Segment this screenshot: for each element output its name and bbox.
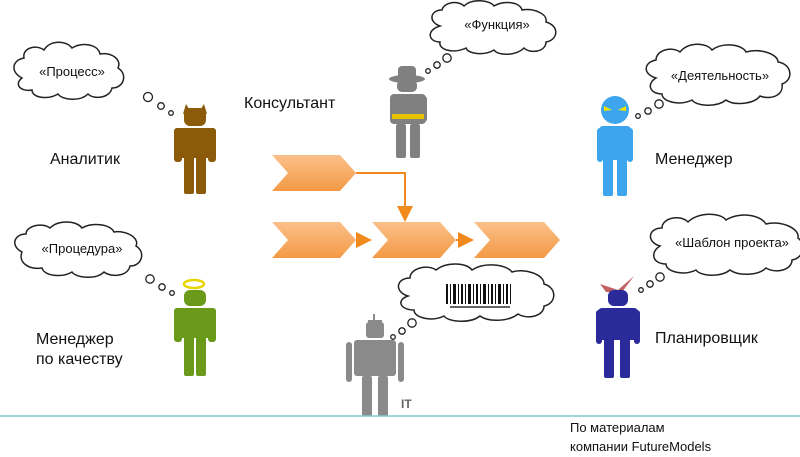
process-chevron-row-3 xyxy=(474,222,560,258)
bubble-barcode xyxy=(390,263,555,340)
manager-figure xyxy=(597,96,633,196)
process-connectors xyxy=(356,172,474,248)
bubble-procedure-text: «Процедура» xyxy=(41,241,123,256)
bubble-function xyxy=(425,0,557,74)
credit-line-1: По материалам xyxy=(570,420,665,435)
it-robot-figure xyxy=(346,314,404,416)
barcode-icon xyxy=(446,284,511,308)
analyst-label: Аналитик xyxy=(50,151,120,168)
it-label: IT xyxy=(401,397,412,411)
bubble-template xyxy=(638,213,800,293)
bubble-activity xyxy=(635,43,791,119)
credit-line-2: компании FutureModels xyxy=(570,439,712,454)
consultant-figure xyxy=(389,66,427,158)
quality-manager-label-line1: Менеджер xyxy=(36,331,114,348)
planner-figure xyxy=(596,276,640,378)
process-chevron-row-1 xyxy=(272,222,356,258)
bubble-process-text: «Процесс» xyxy=(39,64,105,79)
manager-label: Менеджер xyxy=(655,151,733,168)
bubble-activity-text: «Деятельность» xyxy=(670,68,770,83)
bubble-procedure xyxy=(14,221,175,296)
consultant-label: Консультант xyxy=(244,95,336,112)
bubble-process xyxy=(13,41,174,116)
quality-manager-figure xyxy=(174,278,216,376)
analyst-figure xyxy=(174,104,216,194)
process-chevron-row-2 xyxy=(372,222,456,258)
process-chevron-top xyxy=(272,155,356,191)
bubble-template-text: «Шаблон проекта» xyxy=(675,235,789,250)
planner-label: Планировщик xyxy=(655,330,758,347)
bubble-function-text: «Функция» xyxy=(464,17,530,32)
quality-manager-label-line2: по качеству xyxy=(36,351,123,368)
